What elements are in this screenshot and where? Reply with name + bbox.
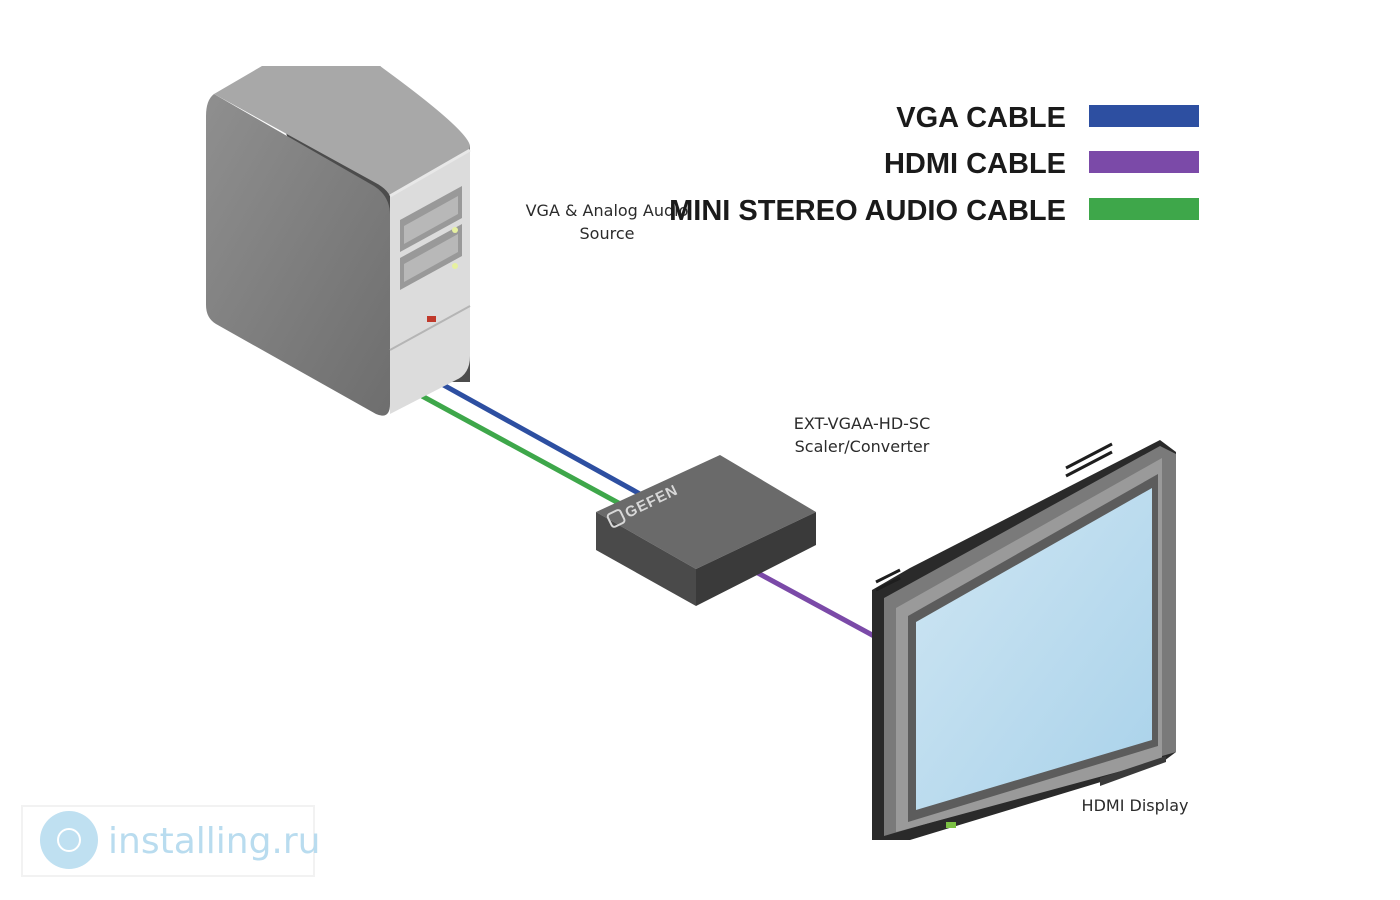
legend-label-audio: MINI STEREO AUDIO CABLE [669,195,1066,227]
source-label-line1: VGA & Analog Audio [526,201,689,220]
converter-box-icon: GEFEN [596,455,816,606]
cables [420,379,876,639]
legend-swatch-hdmi [1089,151,1199,173]
legend: VGA CABLE HDMI CABLE MINI STEREO AUDIO C… [669,102,1199,227]
installing-logo-icon [40,811,98,869]
watermark-text: installing.ru [108,821,320,862]
hdmi-display-icon [872,440,1176,840]
legend-label-hdmi: HDMI CABLE [884,148,1066,180]
legend-label-vga: VGA CABLE [896,102,1066,134]
converter-label-line1: EXT-VGAA-HD-SC [794,414,930,433]
watermark: installing.ru [21,805,320,877]
computer-tower-icon [206,66,471,416]
hdmi-cable [754,569,876,639]
display-label: HDMI Display [1082,796,1189,815]
converter-label-line2: Scaler/Converter [795,437,930,456]
audio-cable [420,393,626,509]
gefen-logo-icon [606,509,626,528]
legend-swatch-audio [1089,198,1199,220]
source-label-line2: Source [580,224,635,243]
legend-swatch-vga [1089,105,1199,127]
vga-cable [436,379,642,497]
